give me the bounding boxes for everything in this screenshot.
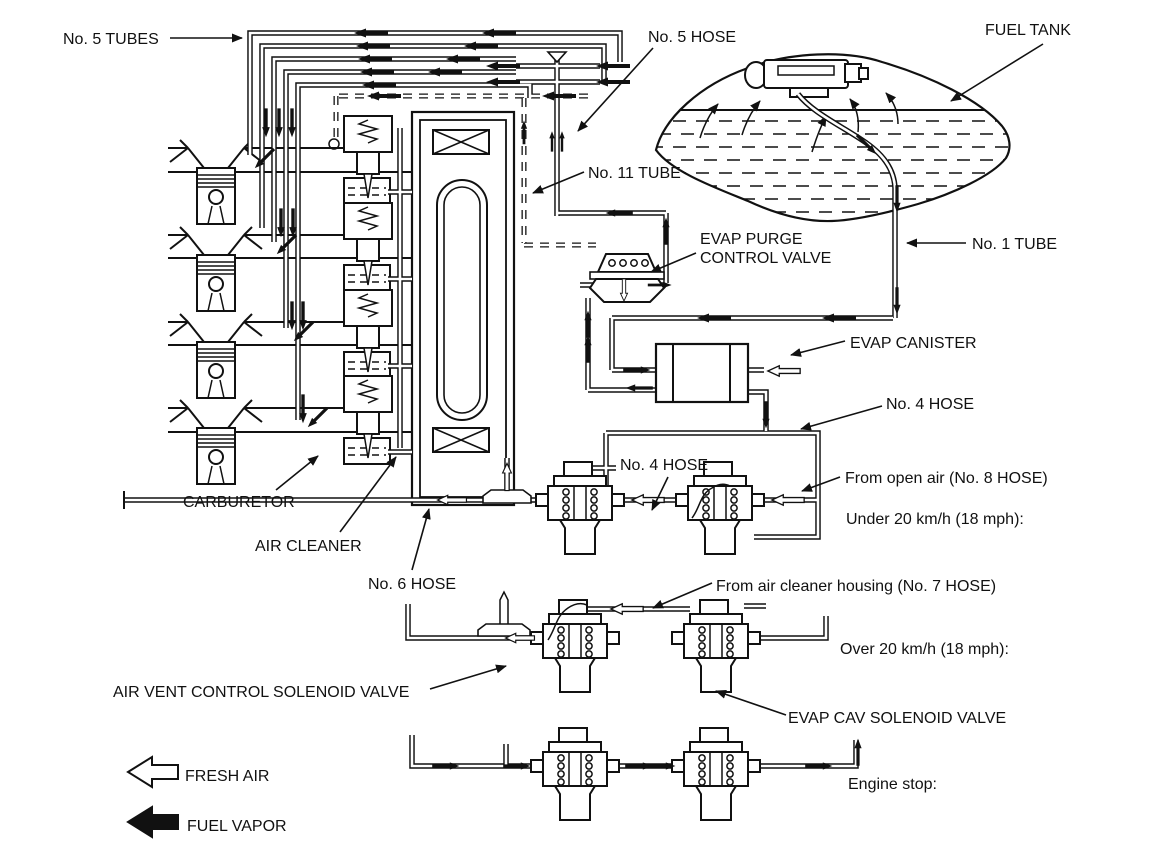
air-cleaner-filter-bottom-icon bbox=[432, 427, 490, 453]
air-cleaner bbox=[410, 110, 516, 507]
label-air-vent-valve: AIR VENT CONTROL SOLENOID VALVE bbox=[113, 684, 409, 701]
label-no5-tubes: No. 5 TUBES bbox=[63, 31, 159, 48]
label-carburetor: CARBURETOR bbox=[183, 494, 295, 511]
air-cleaner-filter-top-icon bbox=[432, 129, 490, 155]
evap-cav-solenoid-valve-row1 bbox=[675, 461, 765, 555]
label-fuel-tank: FUEL TANK bbox=[985, 22, 1071, 39]
fresh-air-arrow-icon bbox=[126, 755, 179, 789]
label-evap-purge-1: EVAP PURGE bbox=[700, 231, 803, 248]
vapor-distributor bbox=[546, 51, 568, 64]
label-engine-stop: Engine stop: bbox=[848, 776, 937, 793]
label-under-20: Under 20 km/h (18 mph): bbox=[846, 511, 1024, 528]
label-no4-hose-upper: No. 4 HOSE bbox=[886, 396, 974, 413]
label-no5-hose: No. 5 HOSE bbox=[648, 29, 736, 46]
label-evap-purge-2: CONTROL VALVE bbox=[700, 250, 831, 267]
label-evap-canister: EVAP CANISTER bbox=[850, 335, 977, 352]
evap-cav-solenoid-valve-row3 bbox=[671, 727, 761, 821]
label-no1-tube: No. 1 TUBE bbox=[972, 236, 1057, 253]
row2-over-20 bbox=[477, 590, 761, 693]
row1-under-20 bbox=[123, 461, 765, 555]
legend-fuel-vapor-label: FUEL VAPOR bbox=[187, 818, 287, 835]
evap-cav-solenoid-valve-row2 bbox=[671, 599, 761, 693]
air-vent-solenoid-valve-row2 bbox=[530, 599, 620, 693]
legend-fresh-air-label: FRESH AIR bbox=[185, 768, 269, 785]
vapor-rise-arrows bbox=[699, 92, 899, 153]
air-vent-solenoid-valve-row1 bbox=[535, 461, 625, 555]
label-over-20: Over 20 km/h (18 mph): bbox=[840, 641, 1009, 658]
label-no4-hose-lower: No. 4 HOSE bbox=[620, 457, 708, 474]
air-vent-solenoid-valve-row3 bbox=[530, 727, 620, 821]
carburetor-stack bbox=[328, 115, 393, 465]
label-no6-hose: No. 6 HOSE bbox=[368, 576, 456, 593]
evap-purge-control-valve bbox=[588, 253, 666, 303]
label-evap-cav-valve: EVAP CAV SOLENOID VALVE bbox=[788, 710, 1006, 727]
evap-canister bbox=[654, 342, 750, 404]
row3-engine-stop bbox=[530, 727, 761, 821]
labels: No. 5 TUBES No. 5 HOSE FUEL TANK No. 11 … bbox=[63, 22, 1071, 793]
label-leaders bbox=[170, 33, 1044, 716]
label-from-air-cleaner: From air cleaner housing (No. 7 HOSE) bbox=[716, 578, 996, 595]
legend: FRESH AIR FUEL VAPOR bbox=[126, 755, 287, 839]
fuel-vapor-arrow-icon bbox=[126, 805, 179, 839]
label-from-open-air: From open air (No. 8 HOSE) bbox=[845, 470, 1048, 487]
label-air-cleaner: AIR CLEANER bbox=[255, 538, 362, 555]
fuel-sender-unit bbox=[744, 59, 869, 98]
fuel-tank bbox=[654, 53, 1011, 223]
label-no11-tube: No. 11 TUBE bbox=[588, 165, 681, 182]
